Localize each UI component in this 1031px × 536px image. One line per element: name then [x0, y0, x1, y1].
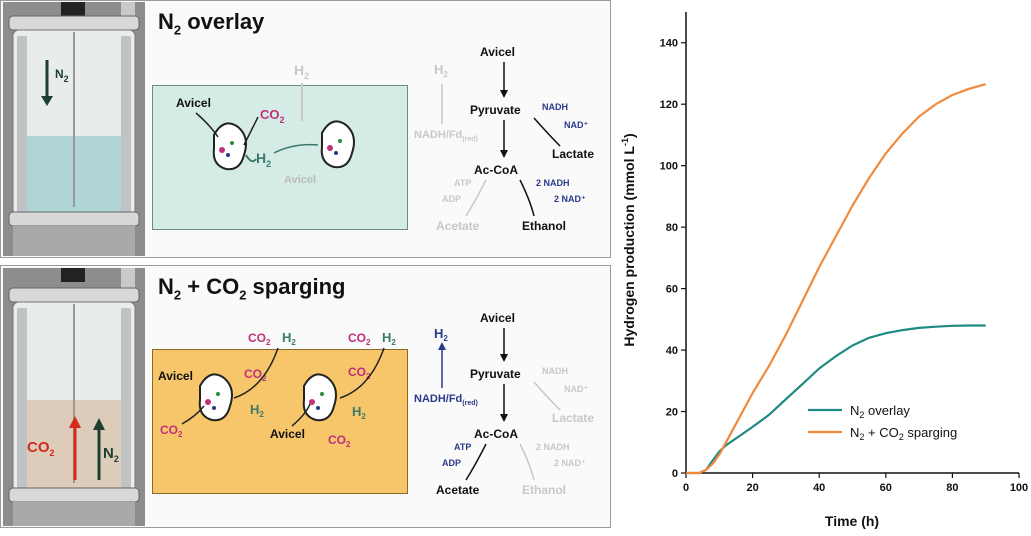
pathway-pyruvate: Pyruvate: [470, 103, 521, 117]
avicel-label: Avicel: [176, 96, 211, 110]
h2-label: H2: [250, 402, 264, 419]
co2-label: CO2: [160, 423, 183, 439]
x-tick-label: 60: [880, 482, 892, 494]
avicel-label: Avicel: [270, 427, 305, 441]
pathway-2nad: 2 NAD⁺: [554, 458, 586, 468]
pathway-nadh-fd: NADH/Fd(red): [414, 129, 478, 143]
pathway-acetate: Acetate: [436, 219, 480, 233]
pathway-h2: H2: [434, 62, 448, 79]
bacterium-icon: [198, 373, 233, 422]
chart-legend: N2 overlay N2 + CO2 sparging: [808, 403, 957, 442]
metabolic-pathway-sparging: Avicel Pyruvate NADH NAD⁺ Lactate Ac-CoA…: [414, 311, 594, 497]
pathway-nadh: NADH: [542, 102, 568, 112]
pathway-adp: ADP: [442, 458, 461, 468]
bioreactor-sparging-illustration: CO2 N2: [3, 268, 145, 526]
pathway-nad: NAD⁺: [564, 120, 588, 130]
panel-title: N2 overlay: [158, 9, 265, 38]
h2-label: H2: [382, 330, 396, 347]
co2-label: CO2: [244, 367, 267, 383]
bioreactor-overlay-illustration: N2: [3, 2, 145, 256]
pathway-ethanol: Ethanol: [522, 483, 566, 497]
bacterium-icon: [320, 120, 355, 169]
y-tick-label: 20: [666, 407, 678, 419]
panel-title: N2 + CO2 sparging: [158, 274, 346, 303]
legend-label: N2 + CO2 sparging: [850, 425, 957, 442]
legend-label: N2 overlay: [850, 403, 910, 420]
faded-avicel-label: Avicel: [284, 174, 316, 186]
reactor-n2-label: N2: [55, 67, 69, 84]
pathway-2nadh: 2 NADH: [536, 178, 570, 188]
faded-h2-label: H2: [294, 62, 309, 81]
series-line-co2-sparging: [686, 83, 986, 475]
hydrogen-production-chart: 0 20 40 60 80 100 120 140 0 20 40 60 80 100 N2 overla…: [612, 0, 1031, 531]
pathway-2nadh: 2 NADH: [536, 442, 570, 452]
y-tick-label: 0: [672, 468, 678, 480]
reactor-co2-label: CO2: [27, 439, 55, 458]
h2-label: H2: [256, 150, 271, 169]
chart-svg: 0 20 40 60 80 100 120 140 0 20 40 60 80 100 N2 overla…: [620, 12, 1028, 529]
bacterium-icon: [302, 373, 337, 422]
y-tick-label: 60: [666, 284, 678, 296]
pathway-nadh-fd: NADH/Fd(red): [414, 393, 478, 407]
h2-label: H2: [282, 330, 296, 347]
avicel-label: Avicel: [158, 369, 193, 383]
bacterium-icon: [212, 122, 247, 171]
culture-box-sparging: [152, 349, 408, 494]
y-tick-label: 100: [660, 161, 678, 173]
pathway-accoa: Ac-CoA: [474, 163, 518, 177]
culture-scheme-sparging: CO2 H2 CO2 H2 Avicel CO2 CO2 H2 H2 Avice…: [158, 330, 396, 449]
co2-label: CO2: [260, 107, 285, 125]
y-tick-label: 140: [660, 38, 678, 50]
culture-scheme-overlay: H2 Avicel CO2 H2 Avicel: [176, 62, 355, 186]
x-axis-label: Time (h): [825, 513, 879, 529]
chart-axes: 0 20 40 60 80 100 120 140 0 20 40 60 80 100: [660, 12, 1028, 494]
pathway-avicel: Avicel: [480, 45, 515, 59]
pathway-atp: ATP: [454, 178, 471, 188]
co2-label: CO2: [348, 331, 371, 347]
metabolic-pathway-overlay: Avicel Pyruvate NADH NAD⁺ Lactate Ac-CoA…: [414, 45, 594, 233]
y-tick-label: 80: [666, 222, 678, 234]
pathway-atp: ATP: [454, 442, 471, 452]
y-tick-label: 40: [666, 345, 678, 357]
pathway-h2: H2: [434, 326, 448, 343]
pathway-adp: ADP: [442, 194, 461, 204]
pathway-nad: NAD⁺: [564, 384, 588, 394]
y-axis-label: Hydrogen production (mmol L-1): [620, 133, 637, 346]
pathway-lactate: Lactate: [552, 147, 594, 161]
pathway-ethanol: Ethanol: [522, 219, 566, 233]
x-tick-label: 20: [746, 482, 758, 494]
reactor-n2-label: N2: [103, 445, 119, 464]
chart-series: [686, 83, 986, 475]
h2-label: H2: [352, 404, 366, 421]
series-line-n2-overlay: [686, 324, 986, 475]
pathway-avicel: Avicel: [480, 311, 515, 325]
pathway-accoa: Ac-CoA: [474, 427, 518, 441]
co2-label: CO2: [248, 331, 271, 347]
y-tick-label: 120: [660, 99, 678, 111]
x-tick-label: 80: [946, 482, 958, 494]
culture-box-overlay: [152, 85, 408, 230]
x-tick-label: 100: [1010, 482, 1028, 494]
x-tick-label: 0: [683, 482, 689, 494]
pathway-2nad: 2 NAD⁺: [554, 194, 586, 204]
pathway-lactate: Lactate: [552, 411, 594, 425]
pathway-acetate: Acetate: [436, 483, 480, 497]
co2-label: CO2: [328, 433, 351, 449]
pathway-pyruvate: Pyruvate: [470, 367, 521, 381]
pathway-nadh: NADH: [542, 366, 568, 376]
x-tick-label: 40: [813, 482, 825, 494]
